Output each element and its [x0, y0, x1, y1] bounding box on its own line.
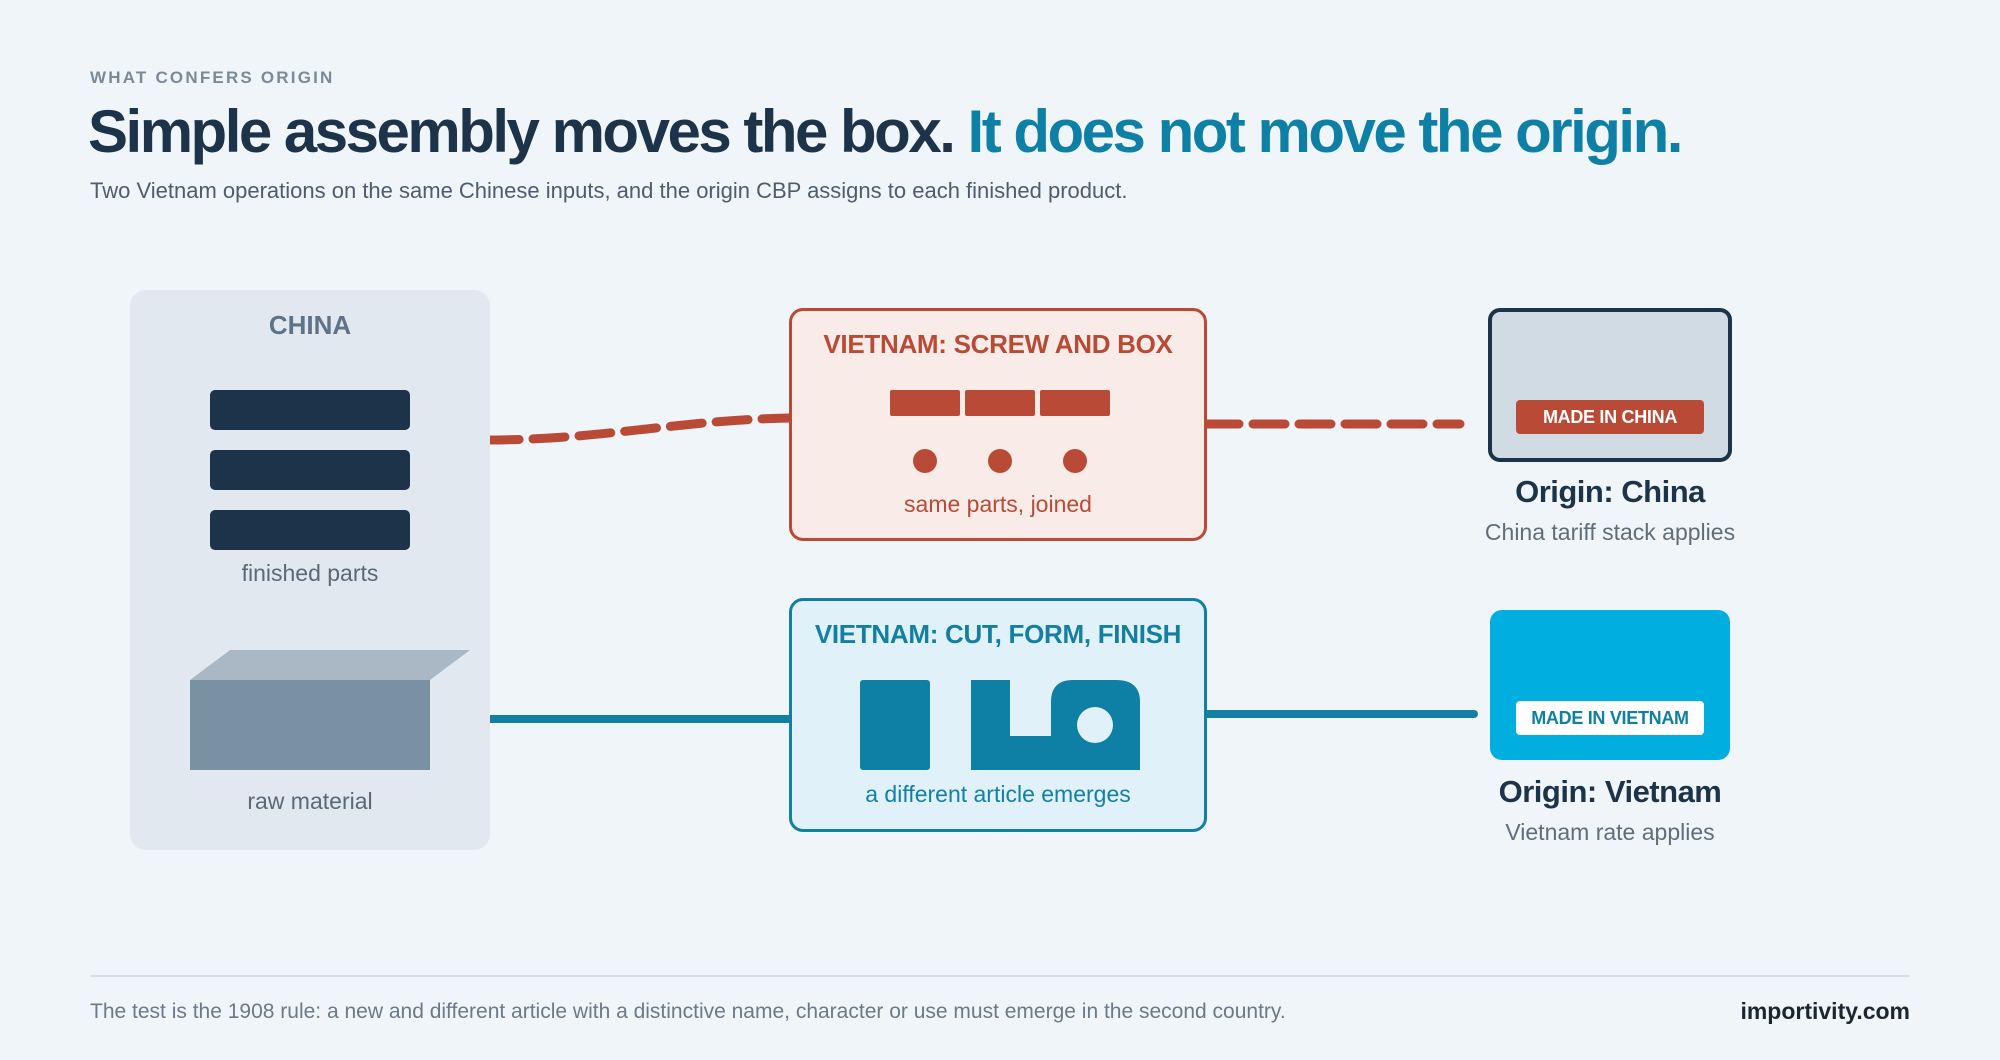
finished-part-bar [210, 390, 410, 430]
origin-vietnam-title: Origin: Vietnam [1498, 774, 1722, 809]
headline-accent-part: It does not move the origin. [967, 98, 1684, 165]
connector-china-to-assembly [482, 413, 794, 445]
origin-vietnam-note: Vietnam rate applies [1505, 819, 1715, 845]
brand-link[interactable]: importivity.com [1740, 998, 1910, 1024]
raw-material-block-icon [190, 650, 470, 770]
screw-dot [913, 449, 937, 473]
process-transform-title: VIETNAM: CUT, FORM, FINISH [814, 619, 1182, 649]
finished-part-bar [210, 450, 410, 490]
screw-dot [1063, 449, 1087, 473]
headline-dark-part: Simple assembly moves the box. [88, 98, 956, 165]
screw-dot [988, 449, 1012, 473]
raw-material-caption: raw material [247, 788, 373, 814]
eyebrow-label: WHAT CONFERS ORIGIN [90, 68, 335, 87]
process-transform-caption: a different article emerges [865, 781, 1131, 807]
made-in-vietnam-label: MADE IN VIETNAM [1516, 701, 1704, 735]
process-assembly-box [789, 308, 1207, 541]
origin-china-note: China tariff stack applies [1484, 519, 1736, 545]
finished-parts-caption: finished parts [241, 560, 379, 586]
subtitle: Two Vietnam operations on the same Chine… [90, 178, 1128, 203]
joined-part-segment [965, 390, 1035, 416]
process-assembly-caption: same parts, joined [904, 491, 1092, 517]
footer-divider [90, 975, 1910, 977]
process-assembly-title: VIETNAM: SCREW AND BOX [823, 329, 1173, 359]
finished-part-bar [210, 510, 410, 550]
transformed-article-icon [860, 680, 1140, 770]
china-origin-box-card [1488, 308, 1732, 462]
origin-china-title: Origin: China [1515, 474, 1705, 509]
made-in-china-label: MADE IN CHINA [1516, 400, 1704, 434]
joined-part-segment [1040, 390, 1110, 416]
footer-note: The test is the 1908 rule: a new and dif… [90, 1000, 1286, 1023]
vietnam-origin-box-card [1490, 610, 1730, 760]
joined-part-segment [890, 390, 960, 416]
headline: Simple assembly moves the box. It does n… [88, 96, 1684, 168]
china-panel-title: CHINA [268, 310, 352, 340]
